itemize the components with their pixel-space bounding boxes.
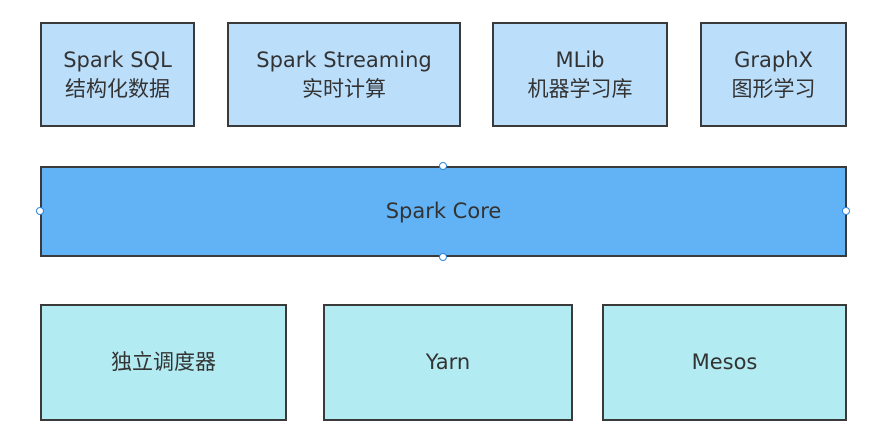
box-label: Spark Core: [385, 199, 502, 223]
box-subtitle: 图形学习: [731, 76, 816, 101]
spark-sql-box[interactable]: Spark SQL 结构化数据: [40, 22, 195, 127]
mesos-box[interactable]: Mesos: [602, 304, 847, 421]
box-label: Mesos: [691, 350, 758, 374]
box-subtitle: 机器学习库: [527, 76, 633, 101]
spark-streaming-box[interactable]: Spark Streaming 实时计算: [227, 22, 461, 127]
resize-handle-bottom[interactable]: [439, 253, 447, 261]
resize-handle-right[interactable]: [842, 207, 850, 215]
box-subtitle: 实时计算: [302, 76, 386, 101]
resize-handle-left[interactable]: [36, 207, 44, 215]
box-label: Yarn: [425, 350, 471, 374]
box-title: MLib: [555, 47, 605, 72]
spark-core-box[interactable]: Spark Core: [40, 166, 847, 257]
standalone-scheduler-box[interactable]: 独立调度器: [40, 304, 287, 421]
box-title: Spark SQL: [63, 47, 172, 72]
box-title: GraphX: [734, 47, 813, 72]
box-label: 独立调度器: [111, 350, 216, 374]
mlib-box[interactable]: MLib 机器学习库: [492, 22, 668, 127]
graphx-box[interactable]: GraphX 图形学习: [700, 22, 847, 127]
box-subtitle: 结构化数据: [65, 76, 170, 101]
yarn-box[interactable]: Yarn: [323, 304, 573, 421]
resize-handle-top[interactable]: [439, 162, 447, 170]
box-title: Spark Streaming: [256, 47, 432, 72]
